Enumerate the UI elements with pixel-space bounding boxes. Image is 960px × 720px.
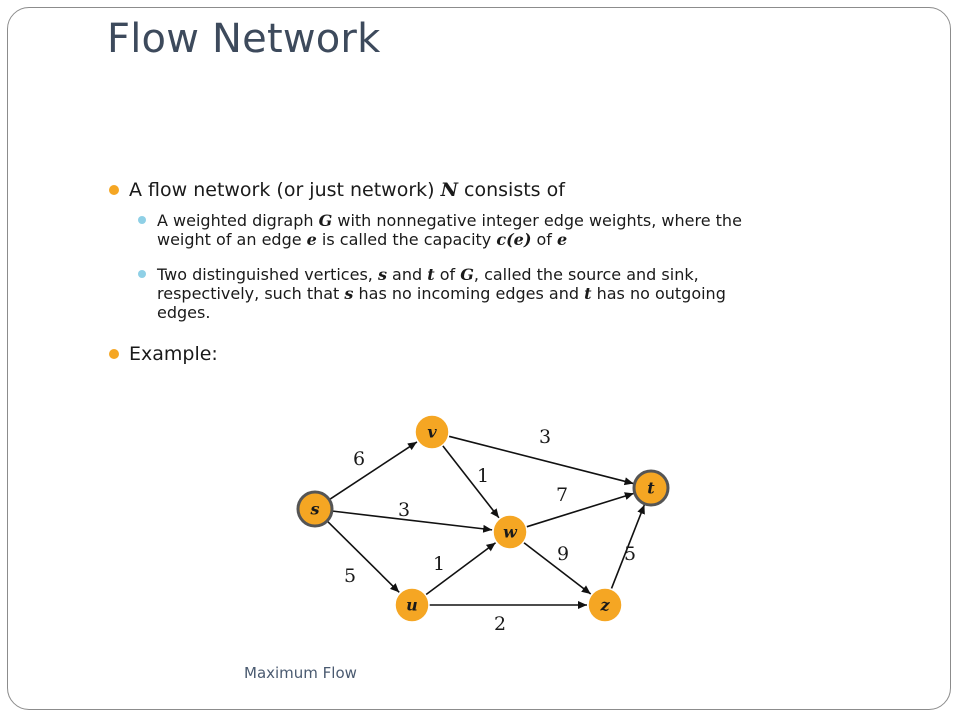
bullet-text: Two distinguished vertices, [157, 265, 378, 284]
math-capacity: c(e) [496, 230, 532, 249]
bullet-text: A flow network (or just network) [129, 179, 441, 201]
math-var-G: G [460, 265, 474, 284]
math-var-e: e [306, 230, 317, 249]
edge-w-t [525, 492, 635, 528]
edge-w-z [522, 541, 592, 595]
slide-footer: Maximum Flow [244, 664, 357, 682]
bullet-text: of [531, 230, 558, 249]
node-w: w [492, 514, 528, 550]
math-var-N: N [440, 179, 458, 201]
bullet-text: , called the source and sink, [473, 265, 699, 284]
edges-layer: 6 3 5 3 1 7 1 9 2 5 [326, 426, 646, 635]
node-s: s [296, 490, 334, 528]
slide-frame [7, 7, 951, 710]
node-label-s: s [309, 500, 319, 519]
nodes-layer: s v w u z t [296, 414, 670, 623]
edge-capacity-s-v: 6 [353, 448, 365, 470]
node-circle-z [587, 587, 623, 623]
math-var-s: s [344, 284, 354, 303]
edge-z-t [610, 504, 646, 590]
bullet-text: with nonnegative integer edge weights, w… [332, 211, 742, 230]
edge-capacity-v-t: 3 [539, 426, 551, 448]
edge-capacity-u-w: 1 [433, 553, 445, 575]
node-circle-t [632, 469, 670, 507]
node-label-v: v [427, 423, 437, 442]
bullet-text: is called the capacity [316, 230, 497, 249]
math-var-t: t [584, 284, 592, 303]
sub-bullet-dot [138, 270, 146, 278]
bullet-text: A weighted digraph [157, 211, 319, 230]
edge-capacity-s-u: 5 [344, 565, 356, 587]
bullet-flow-network: A flow network (or just network) N consi… [129, 178, 565, 202]
bullet-example: Example: [129, 342, 218, 366]
bullet-text: consists of [458, 179, 565, 201]
edge-s-v [328, 441, 418, 501]
edge-capacity-v-w: 1 [477, 465, 489, 487]
bullet-text: has no incoming edges and [353, 284, 585, 303]
edge-capacity-u-z: 2 [494, 613, 506, 635]
node-z: z [587, 587, 623, 623]
bullet-dot [109, 185, 119, 195]
sub-bullet-dot [138, 216, 146, 224]
edge-capacity-s-w: 3 [398, 499, 410, 521]
bullet-text: respectively, such that [157, 284, 345, 303]
node-circle-s [296, 490, 334, 528]
bullet-text: and [386, 265, 428, 284]
edge-s-u [326, 520, 400, 593]
edge-v-t [448, 435, 634, 486]
node-t: t [632, 469, 670, 507]
math-var-G: G [318, 211, 333, 230]
node-u: u [394, 587, 430, 623]
node-label-t: t [647, 479, 655, 498]
bullet-text: of [434, 265, 461, 284]
sub-bullet-vertices: Two distinguished vertices, s and t of G… [157, 265, 726, 322]
edge-v-w [441, 444, 500, 519]
bullet-text: has no outgoing [591, 284, 726, 303]
node-circle-v [414, 414, 450, 450]
sub-bullet-digraph: A weighted digraph G with nonnegative in… [157, 211, 742, 249]
bullet-dot [109, 349, 119, 359]
slide-title: Flow Network [107, 16, 381, 62]
bullet-text: weight of an edge [157, 230, 307, 249]
node-circle-u [394, 587, 430, 623]
edge-capacity-z-t: 5 [624, 543, 636, 565]
bullet-text: Example: [129, 343, 218, 365]
bullet-text: edges. [157, 303, 211, 322]
edge-capacity-w-t: 7 [556, 484, 568, 506]
math-var-t: t [427, 265, 435, 284]
edge-capacity-w-z: 9 [557, 543, 569, 565]
node-label-w: w [503, 523, 518, 542]
node-label-u: u [406, 596, 418, 615]
node-label-z: z [599, 596, 610, 615]
math-var-e: e [557, 230, 568, 249]
edge-s-w [331, 510, 493, 533]
edge-u-w [425, 542, 497, 596]
node-v: v [414, 414, 450, 450]
math-var-s: s [377, 265, 387, 284]
node-circle-w [492, 514, 528, 550]
